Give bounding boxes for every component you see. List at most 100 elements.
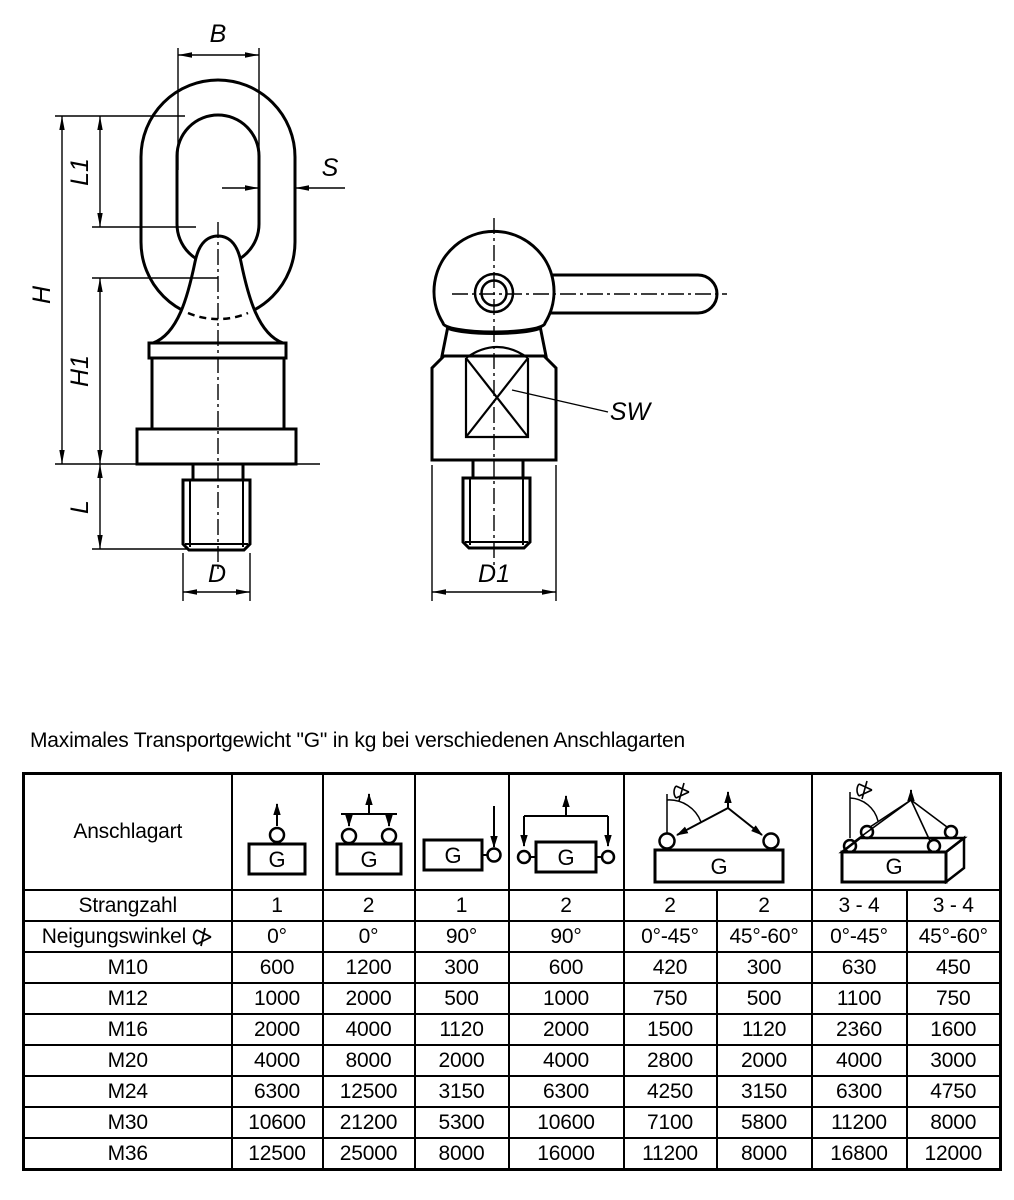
table-cell: 1120 bbox=[413, 1013, 510, 1046]
table-cell: 630 bbox=[810, 951, 908, 984]
table-cell: 25000 bbox=[321, 1137, 416, 1171]
table-row-m36: M36 12500 25000 8000 16000 11200 8000 16… bbox=[22, 1137, 1002, 1171]
size-label: M20 bbox=[22, 1044, 233, 1077]
flange-front bbox=[135, 427, 298, 466]
label-s: S bbox=[322, 154, 339, 182]
label-b: B bbox=[210, 20, 227, 48]
load-letter: G bbox=[269, 847, 286, 872]
table-cell: 11200 bbox=[810, 1106, 908, 1139]
label-d: D bbox=[208, 560, 226, 588]
label-sw: SW bbox=[610, 398, 653, 426]
label-d1: D1 bbox=[478, 560, 510, 588]
table-cell: 11200 bbox=[622, 1137, 718, 1171]
table-cell: 16800 bbox=[810, 1137, 908, 1171]
load-letter: G bbox=[885, 854, 902, 879]
table-cell: 1 bbox=[230, 889, 324, 922]
ring-outer-outline bbox=[139, 78, 297, 321]
table-cell: 5300 bbox=[413, 1106, 510, 1139]
table-cell: 300 bbox=[413, 951, 510, 984]
pictogram-cell-2-strand-angled: G bbox=[622, 772, 813, 891]
size-label: M30 bbox=[22, 1106, 233, 1139]
wrench-flat-marking bbox=[464, 346, 530, 439]
table-row-m20: M20 4000 8000 2000 4000 2800 2000 4000 3… bbox=[22, 1044, 1002, 1077]
table-cell: 7100 bbox=[622, 1106, 718, 1139]
table-cell: 500 bbox=[413, 982, 510, 1015]
table-cell: 750 bbox=[622, 982, 718, 1015]
table-cell: 3150 bbox=[413, 1075, 510, 1108]
dimension-labels: B S H L1 H1 L D D1 SW bbox=[28, 20, 653, 588]
table-cell: 1100 bbox=[810, 982, 908, 1015]
table-cell: 4250 bbox=[622, 1075, 718, 1108]
label-h: H bbox=[28, 285, 56, 304]
table-cell: 1120 bbox=[715, 1013, 813, 1046]
table-cell: 1 bbox=[413, 889, 510, 922]
table-cell: 8000 bbox=[715, 1137, 813, 1171]
table-cell: 2360 bbox=[810, 1013, 908, 1046]
size-label: M12 bbox=[22, 982, 233, 1015]
table-cell: 1500 bbox=[622, 1013, 718, 1046]
table-cell: 750 bbox=[905, 982, 1002, 1015]
load-letter: G bbox=[558, 845, 575, 870]
table-cell: 3000 bbox=[905, 1044, 1002, 1077]
table-cell: 2000 bbox=[230, 1013, 324, 1046]
neigungswinkel-label: Neigungswinkel bbox=[41, 924, 187, 948]
pictogram-cell-2-strand-vertical: G bbox=[321, 772, 416, 891]
table-row-m30: M30 10600 21200 5300 10600 7100 5800 112… bbox=[22, 1106, 1002, 1139]
load-letter: G bbox=[444, 843, 461, 868]
table-cell: 10600 bbox=[230, 1106, 324, 1139]
table-cell: 3 - 4 bbox=[810, 889, 908, 922]
table-cell: 21200 bbox=[321, 1106, 416, 1139]
table-cell: 2000 bbox=[321, 982, 416, 1015]
table-cell: 4750 bbox=[905, 1075, 1002, 1108]
pictogram-2-strand-90deg: G bbox=[516, 795, 616, 874]
table-cell: 4000 bbox=[507, 1044, 625, 1077]
table-cell: 12500 bbox=[230, 1137, 324, 1171]
table-cell: 4000 bbox=[230, 1044, 324, 1077]
pictogram-2-strand-0deg: G bbox=[335, 793, 402, 876]
size-label: M16 bbox=[22, 1013, 233, 1046]
table-cell: 600 bbox=[230, 951, 324, 984]
anschlagart-header: Anschlagart bbox=[22, 772, 233, 891]
load-letter: G bbox=[710, 854, 727, 879]
table-cell: 3 - 4 bbox=[905, 889, 1002, 922]
load-letter: G bbox=[360, 847, 377, 872]
table-cell: 0°-45° bbox=[810, 920, 908, 953]
table-cell: 6300 bbox=[810, 1075, 908, 1108]
table-cell: 90° bbox=[413, 920, 510, 953]
table-row-m24: M24 6300 12500 3150 6300 4250 3150 6300 … bbox=[22, 1075, 1002, 1108]
table-cell: 1000 bbox=[230, 982, 324, 1015]
neigungswinkel-row: Neigungswinkel 0° 0° 90° 90° 0°-45° 45°-… bbox=[22, 920, 1002, 953]
table-cell: 2 bbox=[715, 889, 813, 922]
pictogram-2-strand-angle: G bbox=[653, 782, 784, 884]
size-label: M24 bbox=[22, 1075, 233, 1108]
size-label: M10 bbox=[22, 951, 233, 984]
stud-thread-front bbox=[181, 478, 252, 552]
table-cell: 4000 bbox=[321, 1013, 416, 1046]
table-cell: 8000 bbox=[413, 1137, 510, 1171]
table-cell: 12000 bbox=[905, 1137, 1002, 1171]
table-cell: 0° bbox=[321, 920, 416, 953]
table-cell: 0°-45° bbox=[622, 920, 718, 953]
table-cell: 2000 bbox=[413, 1044, 510, 1077]
pictogram-cell-1-strand-side: G bbox=[413, 772, 510, 891]
table-cell: 300 bbox=[715, 951, 813, 984]
table-cell: 90° bbox=[507, 920, 625, 953]
table-cell: 4000 bbox=[810, 1044, 908, 1077]
stud-neck-side bbox=[471, 458, 525, 480]
pictogram-1-strand-90deg: G bbox=[422, 806, 502, 872]
table-cell: 45°-60° bbox=[715, 920, 813, 953]
table-cell: 5800 bbox=[715, 1106, 813, 1139]
table-row-m12: M12 1000 2000 500 1000 750 500 1100 750 bbox=[22, 982, 1002, 1015]
table-cell: 500 bbox=[715, 982, 813, 1015]
side-view bbox=[430, 229, 719, 550]
table-cell: 16000 bbox=[507, 1137, 625, 1171]
size-label: M36 bbox=[22, 1137, 233, 1171]
table-cell: 2800 bbox=[622, 1044, 718, 1077]
table-cell: 2 bbox=[622, 889, 718, 922]
label-l: L bbox=[66, 500, 94, 514]
table-cell: 12500 bbox=[321, 1075, 416, 1108]
pictogram-cell-2-strand-side: G bbox=[507, 772, 625, 891]
table-cell: 0° bbox=[230, 920, 324, 953]
ring-hidden-arc bbox=[187, 311, 249, 321]
table-cell: 2 bbox=[507, 889, 625, 922]
